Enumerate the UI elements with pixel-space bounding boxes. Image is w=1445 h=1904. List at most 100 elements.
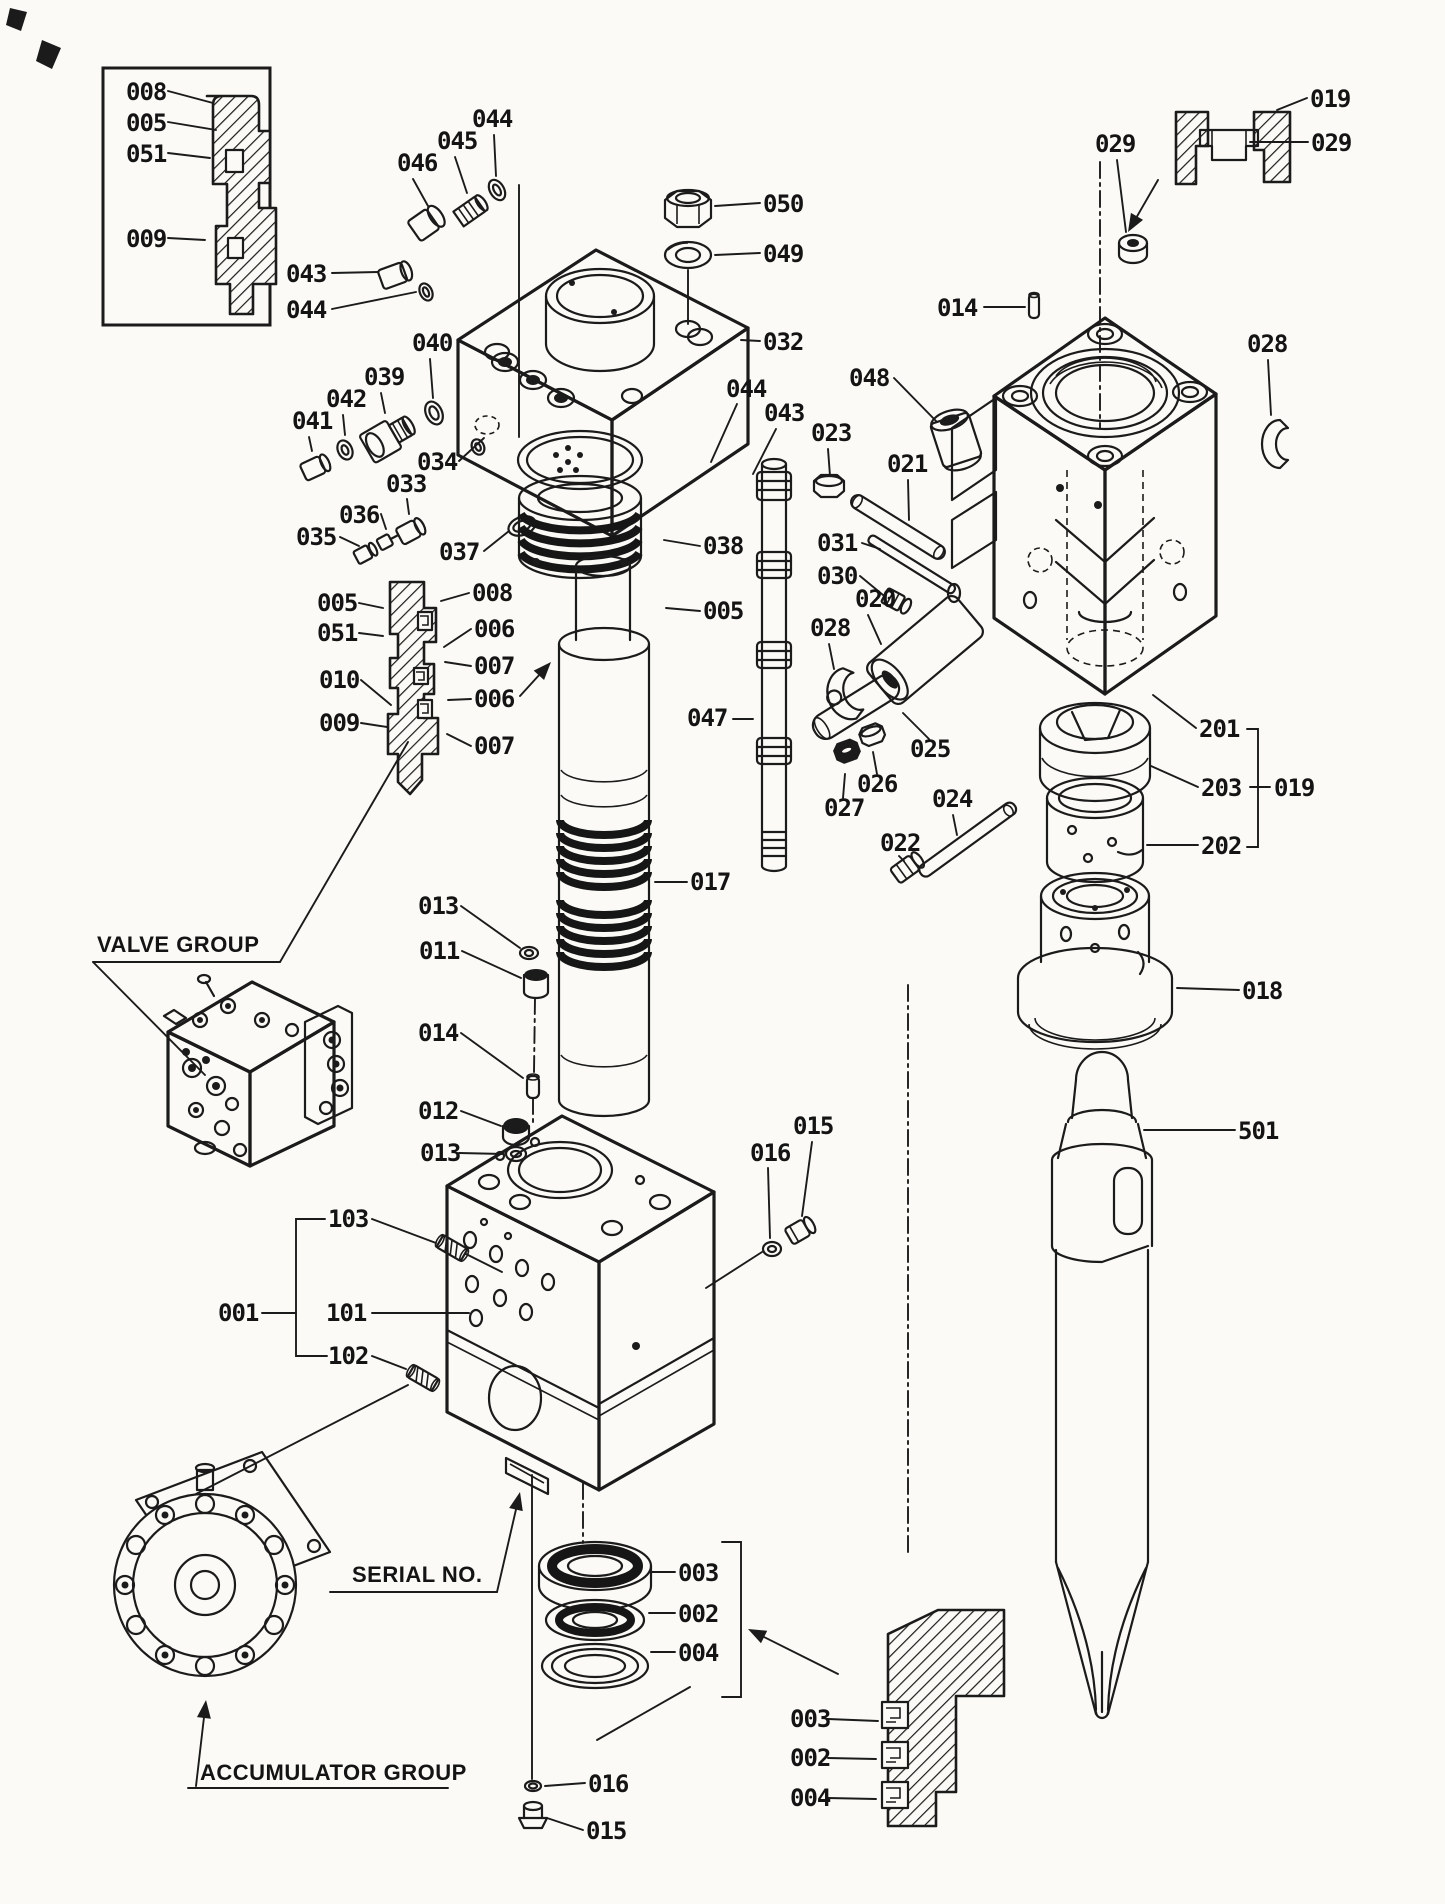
callout-006: 006: [474, 685, 515, 713]
valve-area-parts: [405, 945, 817, 1393]
leader-043: [331, 271, 379, 274]
callout-038: 038: [703, 532, 743, 560]
leader-026: [872, 751, 878, 775]
leader-004: [827, 1797, 877, 1800]
leader-049: [714, 252, 761, 256]
leader-027: [842, 773, 846, 799]
callout-037: 037: [439, 538, 479, 566]
leader-019: [1276, 97, 1308, 111]
callout-030: 030: [817, 562, 858, 590]
head-cap-block-032: [456, 248, 750, 538]
inset-grommet-section: [1174, 110, 1292, 186]
callout-011: 011: [419, 937, 460, 965]
pointer-arrow-1: [755, 1632, 839, 1675]
callout-007: 007: [474, 732, 514, 760]
callout-010: 010: [319, 666, 360, 694]
clip-028-right: [1260, 418, 1290, 470]
callout-020: 020: [855, 585, 896, 613]
front-head-018: [1016, 871, 1174, 1050]
callout-009: 009: [319, 709, 359, 737]
leader-009: [167, 237, 206, 241]
callout-047: 047: [687, 704, 727, 732]
leader-005: [665, 607, 701, 612]
pointer-arrow-0: [1132, 179, 1159, 225]
leader-011: [461, 950, 522, 979]
leader-033: [406, 498, 410, 515]
leader-022: [898, 855, 905, 862]
callout-035: 035: [296, 523, 336, 551]
callout-015: 015: [586, 1817, 626, 1845]
callout-023: 023: [811, 419, 851, 447]
valve-group-label: VALVE GROUP: [97, 932, 259, 957]
annotation-line-1: [279, 741, 409, 963]
nut-023: [812, 473, 846, 499]
callout-008: 008: [472, 579, 512, 607]
leader-038: [663, 539, 701, 547]
leader-008: [167, 90, 214, 104]
nut-050: [663, 188, 713, 229]
oring-038: [516, 429, 644, 491]
leader-103: [371, 1218, 437, 1244]
thrust-ring-203: [1038, 701, 1152, 803]
annotation-line-20: [533, 997, 536, 1073]
washer-049: [663, 240, 713, 270]
callout-041: 041: [292, 407, 333, 435]
callout-007: 007: [474, 652, 514, 680]
leader-045: [454, 156, 468, 194]
annotation-line-6: [295, 1218, 328, 1357]
leader-023: [827, 448, 831, 477]
callout-034: 034: [417, 448, 458, 476]
callout-029: 029: [1095, 130, 1135, 158]
drain-plug-parts: [517, 1779, 549, 1830]
callout-050: 050: [763, 190, 804, 218]
chisel-501: [1050, 1050, 1154, 1720]
rod-031: [867, 534, 957, 595]
leader-006: [447, 698, 472, 701]
annotation-line-12: [705, 1251, 763, 1289]
callout-032: 032: [763, 328, 803, 356]
leader-050: [714, 202, 761, 207]
callout-021: 021: [887, 450, 928, 478]
callout-003: 003: [678, 1559, 718, 1587]
callout-045: 045: [437, 127, 477, 155]
callout-042: 042: [326, 385, 366, 413]
callout-025: 025: [910, 735, 950, 763]
callout-016: 016: [750, 1139, 791, 1167]
leader-048: [893, 377, 938, 423]
pin-014: [1027, 291, 1041, 320]
callout-031: 031: [817, 529, 858, 557]
seal-stack-bottom: [537, 1540, 653, 1690]
leader-018: [1176, 987, 1240, 991]
leader-051: [358, 632, 384, 637]
callout-027: 027: [824, 794, 864, 822]
leader-039: [380, 392, 386, 414]
callout-002: 002: [678, 1600, 718, 1628]
leader-041: [308, 436, 313, 452]
callout-022: 022: [880, 829, 920, 857]
annotation-line-8: [1246, 728, 1259, 848]
callout-201: 201: [1199, 715, 1240, 743]
grommet-029: [1117, 233, 1149, 265]
leader-036: [380, 513, 387, 530]
leader-032: [740, 339, 761, 342]
nut-027: [833, 738, 861, 764]
callout-006: 006: [474, 615, 515, 643]
leader-028: [1267, 359, 1272, 416]
port-dots: [553, 445, 583, 473]
pointer-arrowhead-1: [748, 1629, 768, 1644]
screw-030: [880, 587, 913, 615]
callout-029: 029: [1311, 129, 1351, 157]
nut-026: [858, 722, 887, 748]
leader-201: [1152, 694, 1197, 729]
pointer-arrowhead-2: [533, 662, 551, 681]
leader-020: [867, 614, 882, 645]
callout-001: 001: [218, 1299, 259, 1327]
leader-203: [1150, 765, 1199, 788]
leader-009: [360, 722, 388, 728]
leader-007: [446, 733, 472, 747]
callout-044: 044: [286, 296, 327, 324]
leader-005: [358, 602, 384, 609]
leader-012: [460, 1110, 502, 1127]
callout-013: 013: [418, 892, 458, 920]
